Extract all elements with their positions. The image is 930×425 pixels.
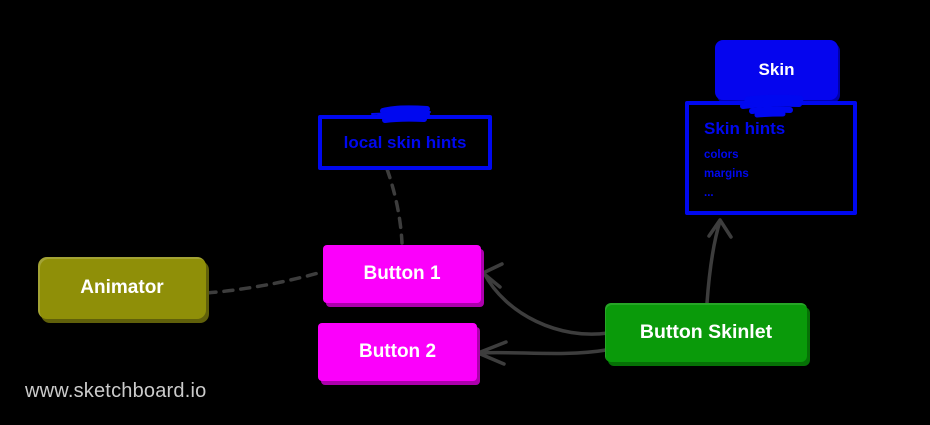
watermark: www.sketchboard.io	[25, 380, 207, 402]
edge-skinlet-button1[interactable]	[481, 262, 610, 336]
node-button-2[interactable]: Button 2	[318, 323, 477, 381]
edge-skinlet-button2[interactable]	[476, 340, 608, 366]
scribble-local-skin-hints	[371, 105, 431, 123]
node-button-skinlet[interactable]: Button Skinlet	[605, 303, 807, 362]
node-skin[interactable]: Skin	[715, 40, 838, 100]
animator-label: Animator	[80, 277, 164, 298]
scribble-skin-attachment	[699, 94, 847, 118]
button-2-label: Button 2	[358, 341, 437, 362]
node-button-1[interactable]: Button 1	[323, 245, 481, 303]
local-skin-hints-label: local skin hints	[343, 132, 467, 152]
edge-animator-button1[interactable]	[205, 270, 324, 295]
button-1-label: Button 1	[363, 263, 441, 284]
node-skin-label: Skin	[758, 60, 795, 79]
skin-hints-item-colors: colors	[704, 149, 739, 161]
skin-hints-title: Skin hints	[704, 119, 786, 138]
edge-skinlet-skinhints[interactable]	[705, 218, 733, 305]
node-animator[interactable]: Animator	[38, 257, 206, 319]
skin-hints-item-margins: margins	[704, 168, 749, 180]
skin-hints-item-ellipsis: ...	[704, 187, 714, 199]
button-skinlet-label: Button Skinlet	[639, 321, 773, 343]
edge-localhints-button1[interactable]	[385, 167, 404, 245]
